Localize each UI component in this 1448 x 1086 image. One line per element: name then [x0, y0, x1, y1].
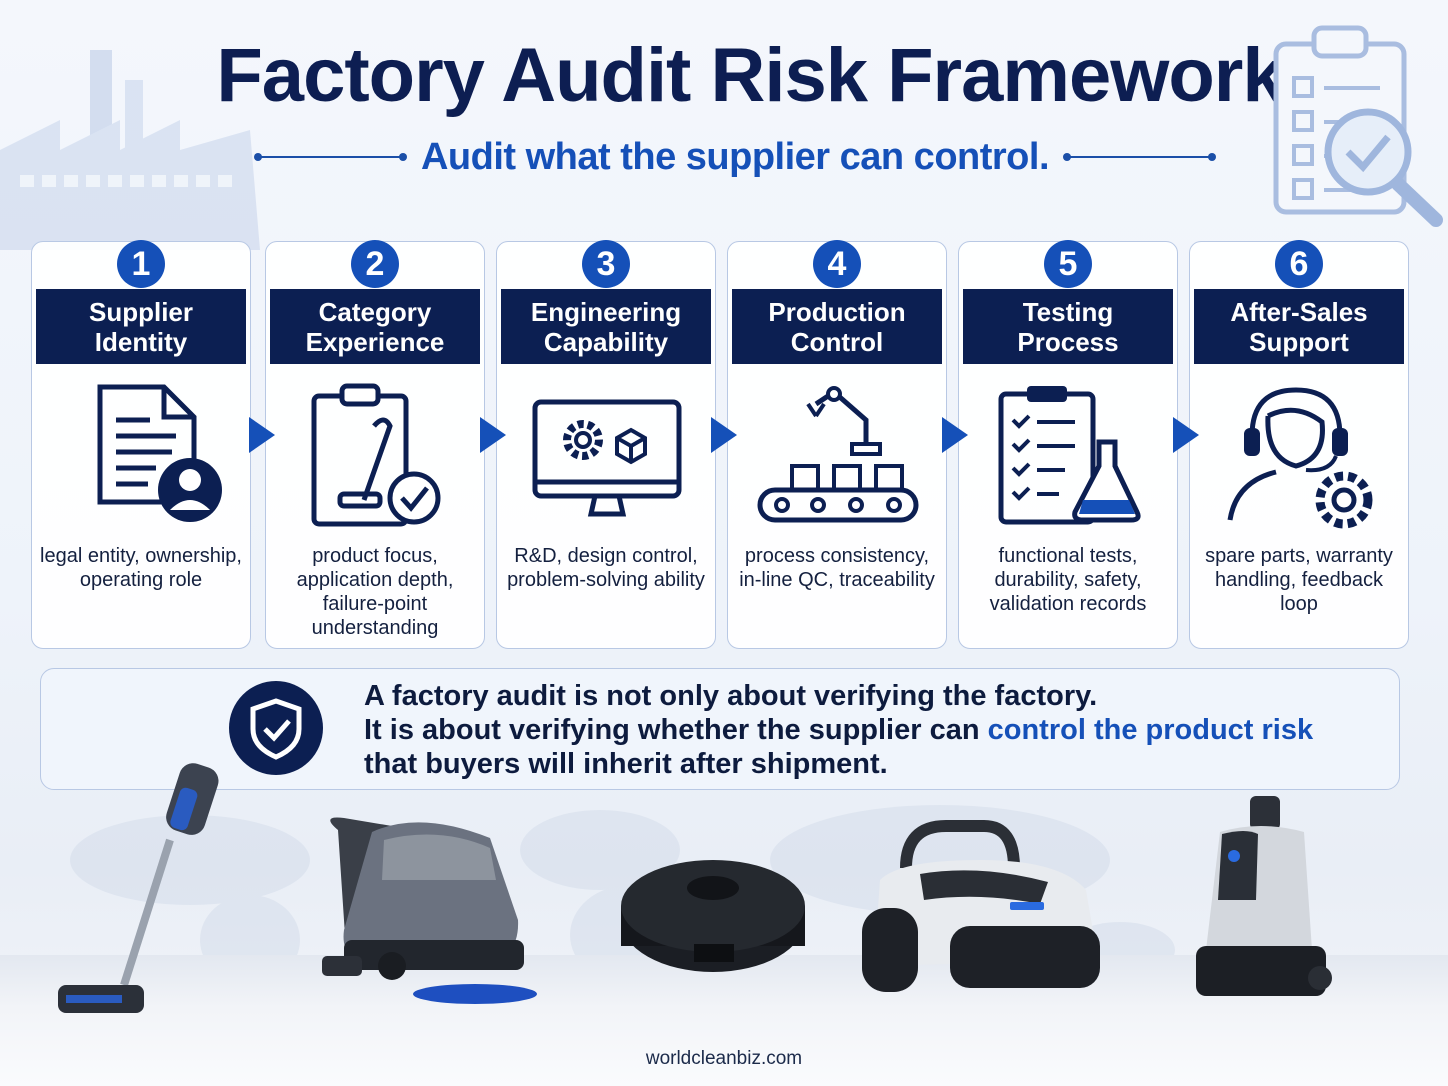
- step-number-badge: 4: [813, 240, 861, 288]
- step-description: product focus, application depth, failur…: [296, 545, 454, 639]
- subtitle-divider-left: [253, 153, 407, 161]
- step-title: Category Experience: [270, 289, 480, 364]
- key-message-callout: A factory audit is not only about verify…: [40, 668, 1400, 790]
- monitor-gear-icon: [532, 399, 682, 517]
- cleaning-products-illustration: [58, 763, 1332, 1013]
- arrow-right-icon: [711, 417, 737, 453]
- step-number-badge: 3: [582, 240, 630, 288]
- step-category-experience: 2 Category Experience product focus, app…: [265, 240, 485, 649]
- callout-line-2-text: It is about verifying whether the suppli…: [364, 714, 988, 746]
- headset-gear-icon: [1227, 387, 1373, 529]
- subtitle-row: Audit what the supplier can control.: [253, 135, 1217, 179]
- callout-highlight: control the product risk: [987, 714, 1314, 746]
- callout-text: A factory audit is not only about verify…: [364, 679, 1374, 781]
- step-number-badge: 6: [1275, 240, 1323, 288]
- callout-line-3: that buyers will inherit after shipment.: [364, 748, 888, 780]
- step-engineering-capability: 3 Engineering Capability R&D, design con…: [496, 240, 716, 649]
- step-production-control: 4 Production Control process consistency…: [727, 240, 947, 649]
- step-description: legal entity, ownership, operating role: [40, 545, 242, 591]
- step-testing-process: 5 Testing Process functional tests, dura…: [958, 240, 1178, 649]
- step-description: process consistency, in-line QC, traceab…: [739, 545, 935, 591]
- service-robot-image: [1196, 796, 1332, 996]
- stick-vacuum-image: [58, 763, 219, 1013]
- step-after-sales-support: 6 After-Sales Support spare parts, warra…: [1189, 240, 1409, 649]
- pool-cleaner-image: [862, 820, 1100, 992]
- arrow-right-icon: [249, 417, 275, 453]
- step-title: Supplier Identity: [36, 289, 246, 364]
- step-description: R&D, design control, problem-solving abi…: [507, 545, 705, 591]
- arrow-right-icon: [1173, 417, 1199, 453]
- arrow-right-icon: [480, 417, 506, 453]
- page-subtitle: Audit what the supplier can control.: [420, 135, 1050, 178]
- robot-vacuum-image: [621, 860, 805, 972]
- robot-arm-conveyor-icon: [757, 386, 919, 523]
- arrow-right-icon: [942, 417, 968, 453]
- document-person-icon: [97, 384, 222, 522]
- step-description: functional tests, durability, safety, va…: [989, 545, 1147, 615]
- subtitle-divider-right: [1063, 153, 1217, 161]
- step-title: Engineering Capability: [501, 289, 711, 364]
- step-supplier-identity: 1 Supplier Identity legal entity, owners…: [31, 240, 251, 649]
- step-description: spare parts, warranty handling, feedback…: [1205, 545, 1393, 615]
- page-title: Factory Audit Risk Framework: [216, 33, 1284, 118]
- callout-line-1: A factory audit is not only about verify…: [364, 680, 1098, 712]
- floor-scrubber-image: [322, 817, 537, 1004]
- step-title: Production Control: [732, 289, 942, 364]
- step-number-badge: 2: [351, 240, 399, 288]
- shield-check-icon: [229, 681, 323, 775]
- clipboard-magnifier-icon: [1273, 25, 1443, 227]
- footer-site-url: worldcleanbiz.com: [645, 1048, 803, 1069]
- callout-line-2: It is about verifying whether the suppli…: [364, 713, 1374, 747]
- factory-background-icon: [0, 50, 260, 250]
- framework-steps: 1 Supplier Identity legal entity, owners…: [31, 240, 1409, 651]
- step-number-badge: 5: [1044, 240, 1092, 288]
- checklist-flask-icon: [998, 386, 1141, 525]
- step-number-badge: 1: [117, 240, 165, 288]
- clipboard-vacuum-icon: [311, 383, 441, 527]
- step-title: After-Sales Support: [1194, 289, 1404, 364]
- step-title: Testing Process: [963, 289, 1173, 364]
